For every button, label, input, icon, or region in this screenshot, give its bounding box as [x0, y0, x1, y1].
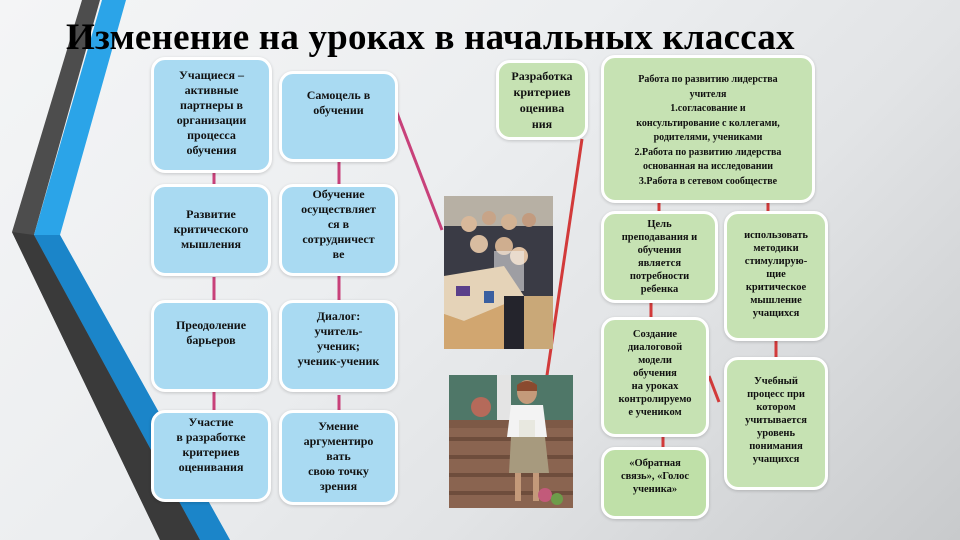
box-understanding-level: Учебный процесс при котором учитывается … — [724, 357, 828, 490]
box-critical-thinking: Развитие критического мышления — [151, 184, 271, 276]
box-criteria-development: Разработка критериев оценива ния — [496, 60, 588, 140]
teacher-image — [449, 375, 573, 508]
box-self-goal: Самоцель в обучении — [279, 71, 398, 162]
box-students-partners: Учащиеся – активные партнеры в организац… — [151, 57, 272, 173]
classroom-photo — [444, 196, 553, 349]
box-argue: Умение аргументиро вать свою точку зрени… — [279, 410, 398, 505]
box-criteria-participation: Участие в разработке критериев оценивани… — [151, 410, 271, 502]
classroom-image — [444, 196, 553, 349]
box-teacher-leadership: Работа по развитию лидерства учителя 1.с… — [601, 55, 815, 203]
box-cooperation: Обучение осуществляет ся в сотрудничест … — [279, 184, 398, 276]
slide-title: Изменение на уроках в начальных классах — [66, 17, 795, 58]
teacher-photo — [449, 375, 573, 508]
box-stimulate-methods: использовать методики стимулирую- щие кр… — [724, 211, 828, 341]
box-feedback: «Обратная связь», «Голос ученика» — [601, 447, 709, 519]
box-overcoming-barriers: Преодоление барьеров — [151, 300, 271, 392]
box-dialogue: Диалог: учитель- ученик; ученик-ученик — [279, 300, 398, 392]
box-child-needs: Цель преподавания и обучения является по… — [601, 211, 718, 303]
box-dialog-model: Создание диалоговой модели обучения на у… — [601, 317, 709, 437]
